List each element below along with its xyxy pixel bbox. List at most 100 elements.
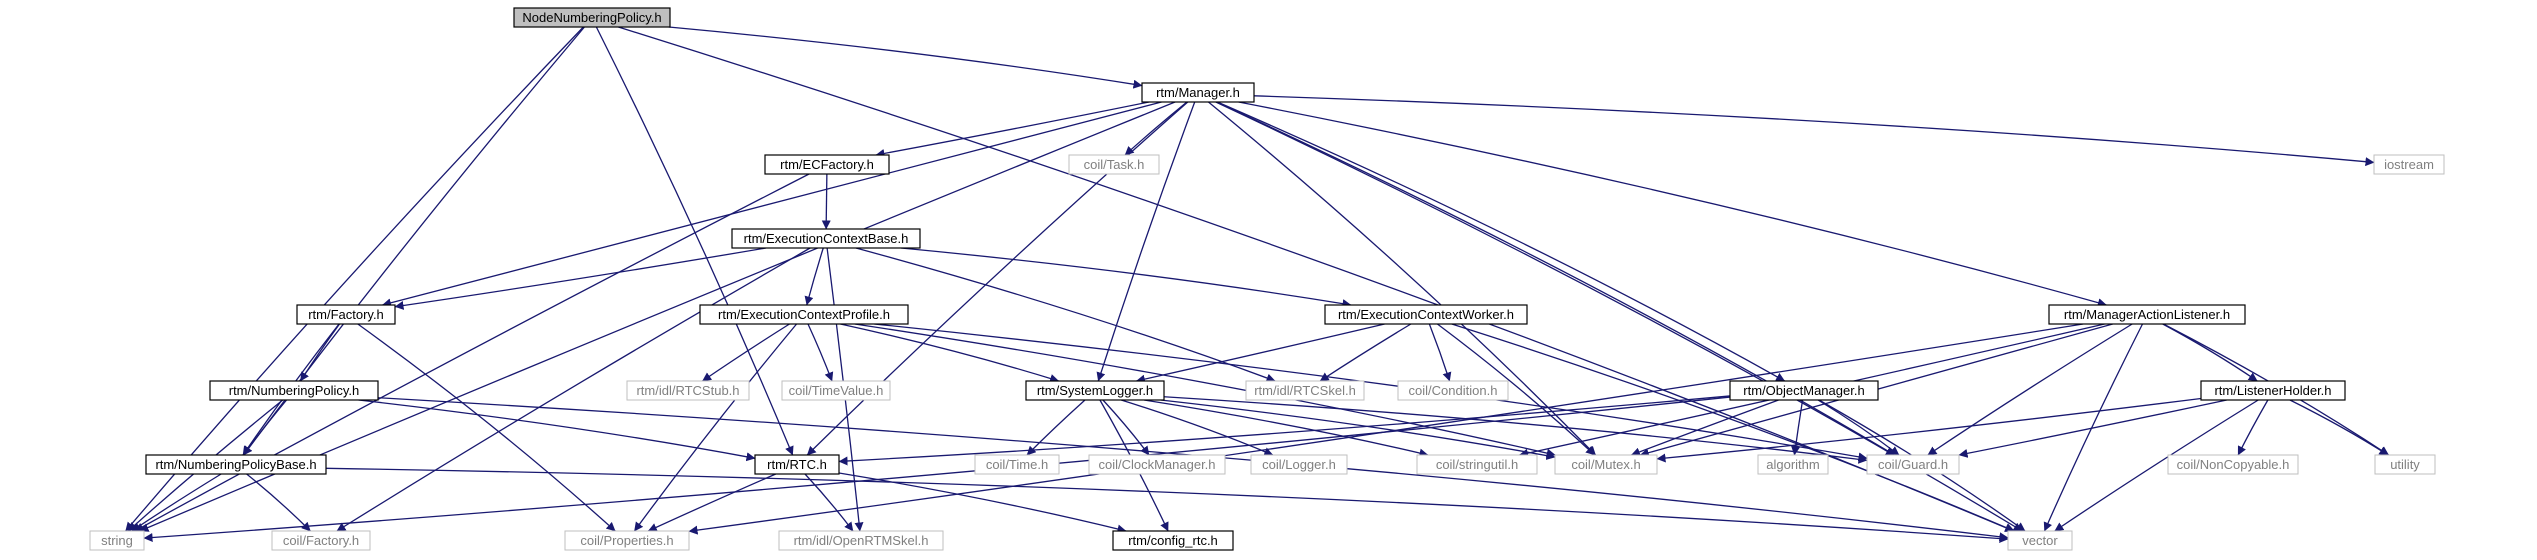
- edge-ecprofile-to-rtcstub: [702, 323, 790, 382]
- edge-listenerholder-to-guard: [1958, 399, 2227, 458]
- node-npbase[interactable]: rtm/NumberingPolicyBase.h: [145, 454, 327, 475]
- node-ecfactory-label: rtm/ECFactory.h: [780, 157, 874, 172]
- node-numpolicy[interactable]: rtm/NumberingPolicy.h: [209, 380, 379, 401]
- edge-rtc-to-properties: [647, 473, 777, 532]
- node-stringutil: coil/stringutil.h: [1416, 454, 1538, 475]
- node-logger-box: [1250, 454, 1348, 475]
- node-listenerholder-label: rtm/ListenerHolder.h: [2214, 383, 2331, 398]
- edge-npbase-to-vector: [325, 467, 2009, 544]
- edge-ecworker-to-condition: [1428, 323, 1452, 382]
- node-root-box: [513, 7, 671, 28]
- node-npbase-box: [145, 454, 327, 475]
- edge-ecbase-to-coilfactory: [336, 247, 811, 532]
- edge-ecworker-to-rtcskel: [1319, 323, 1412, 382]
- node-ecprofile-box: [699, 304, 909, 325]
- edge-factory-to-properties: [357, 323, 616, 532]
- edge-syslogger-to-clockmgr: [1102, 399, 1150, 456]
- node-ecworker-label: rtm/ExecutionContextWorker.h: [1338, 307, 1514, 322]
- node-algorithm-box: [1757, 454, 1829, 475]
- node-factory[interactable]: rtm/Factory.h: [296, 304, 396, 325]
- node-properties: coil/Properties.h: [564, 530, 690, 551]
- node-mutex-box: [1554, 454, 1658, 475]
- node-ecfactory[interactable]: rtm/ECFactory.h: [764, 154, 890, 175]
- edge-ecprofile-to-timevalue: [807, 323, 834, 382]
- node-configrtc-box: [1112, 530, 1234, 551]
- node-rtcskel: rtm/idl/RTCSkel.h: [1245, 380, 1365, 401]
- node-ecbase[interactable]: rtm/ExecutionContextBase.h: [731, 228, 921, 249]
- edge-npbase-to-string: [131, 473, 222, 532]
- edge-ecbase-to-ecprofile: [804, 247, 824, 306]
- edge-layer: [125, 26, 2390, 544]
- node-properties-box: [564, 530, 690, 551]
- edge-syslogger-to-guard: [1163, 396, 1868, 464]
- node-listenerholder[interactable]: rtm/ListenerHolder.h: [2200, 380, 2346, 401]
- node-rtc[interactable]: rtm/RTC.h: [754, 454, 840, 475]
- edge-listenerholder-to-mutex: [1656, 397, 2202, 463]
- node-coilfactory: coil/Factory.h: [271, 530, 371, 551]
- edge-manager-to-rtc: [806, 101, 1189, 456]
- node-logger-label: coil/Logger.h: [1262, 457, 1336, 472]
- node-vector-label: vector: [2022, 533, 2058, 548]
- node-cointime-label: coil/Time.h: [986, 457, 1048, 472]
- edge-ecbase-to-rtcskel: [855, 247, 1276, 383]
- edge-numpolicy-to-rtc: [358, 399, 756, 462]
- node-root: NodeNumberingPolicy.h: [513, 7, 671, 28]
- node-ecbase-label: rtm/ExecutionContextBase.h: [744, 231, 909, 246]
- edge-manager-to-iostream: [1253, 95, 2375, 167]
- edge-mal-to-listenerholder: [2162, 323, 2258, 382]
- node-rtcstub: rtm/idl/RTCStub.h: [626, 380, 750, 401]
- edge-ecfactory-to-string: [134, 173, 810, 532]
- node-vector-box: [2007, 530, 2073, 551]
- node-noncopyable: coil/NonCopyable.h: [2167, 454, 2299, 475]
- node-manager-label: rtm/Manager.h: [1156, 85, 1240, 100]
- node-factory-label: rtm/Factory.h: [308, 307, 384, 322]
- node-manager-box: [1141, 82, 1255, 103]
- node-utility-label: utility: [2390, 457, 2420, 472]
- edge-objmgr-to-guard: [1817, 399, 1900, 456]
- node-utility-box: [2374, 454, 2436, 475]
- node-algorithm-label: algorithm: [1766, 457, 1819, 472]
- node-guard: coil/Guard.h: [1866, 454, 1960, 475]
- node-syslogger[interactable]: rtm/SystemLogger.h: [1025, 380, 1165, 401]
- node-numpolicy-box: [209, 380, 379, 401]
- node-clockmgr-label: coil/ClockManager.h: [1098, 457, 1215, 472]
- node-clockmgr-box: [1088, 454, 1226, 475]
- edge-listenerholder-to-noncopyable: [2237, 399, 2269, 456]
- node-cointime-box: [974, 454, 1060, 475]
- edge-objmgr-to-string: [143, 396, 1731, 542]
- node-npbase-label: rtm/NumberingPolicyBase.h: [155, 457, 316, 472]
- node-vector: vector: [2007, 530, 2073, 551]
- edge-mal-to-guard: [1927, 323, 2133, 456]
- node-string: string: [89, 530, 145, 551]
- node-guard-label: coil/Guard.h: [1878, 457, 1948, 472]
- node-ecworker[interactable]: rtm/ExecutionContextWorker.h: [1324, 304, 1528, 325]
- node-stringutil-box: [1416, 454, 1538, 475]
- node-cointime: coil/Time.h: [974, 454, 1060, 475]
- node-ecprofile[interactable]: rtm/ExecutionContextProfile.h: [699, 304, 909, 325]
- node-rtcskel-box: [1245, 380, 1365, 401]
- edge-ecbase-to-factory: [394, 247, 767, 310]
- node-openrtmskel: rtm/idl/OpenRTMSkel.h: [778, 530, 944, 551]
- node-rtcstub-label: rtm/idl/RTCStub.h: [636, 383, 739, 398]
- edge-root-to-vector: [618, 26, 2015, 532]
- edge-objmgr-to-algorithm: [1791, 399, 1804, 456]
- node-openrtmskel-box: [778, 530, 944, 551]
- edge-listenerholder-to-utility: [2289, 399, 2389, 456]
- node-configrtc[interactable]: rtm/config_rtc.h: [1112, 530, 1234, 551]
- edge-manager-to-task: [1124, 101, 1188, 156]
- node-task: coil/Task.h: [1068, 154, 1160, 175]
- node-stringutil-label: coil/stringutil.h: [1436, 457, 1518, 472]
- node-mal[interactable]: rtm/ManagerActionListener.h: [2048, 304, 2246, 325]
- node-factory-box: [296, 304, 396, 325]
- edge-root-to-rtc: [595, 26, 794, 456]
- node-objmgr-box: [1729, 380, 1879, 401]
- node-condition-label: coil/Condition.h: [1409, 383, 1498, 398]
- node-syslogger-label: rtm/SystemLogger.h: [1037, 383, 1153, 398]
- node-mutex-label: coil/Mutex.h: [1571, 457, 1640, 472]
- edge-numpolicy-to-npbase: [242, 399, 288, 456]
- node-timevalue: coil/TimeValue.h: [781, 380, 891, 401]
- node-clockmgr: coil/ClockManager.h: [1088, 454, 1226, 475]
- node-objmgr[interactable]: rtm/ObjectManager.h: [1729, 380, 1879, 401]
- node-manager[interactable]: rtm/Manager.h: [1141, 82, 1255, 103]
- node-noncopyable-box: [2167, 454, 2299, 475]
